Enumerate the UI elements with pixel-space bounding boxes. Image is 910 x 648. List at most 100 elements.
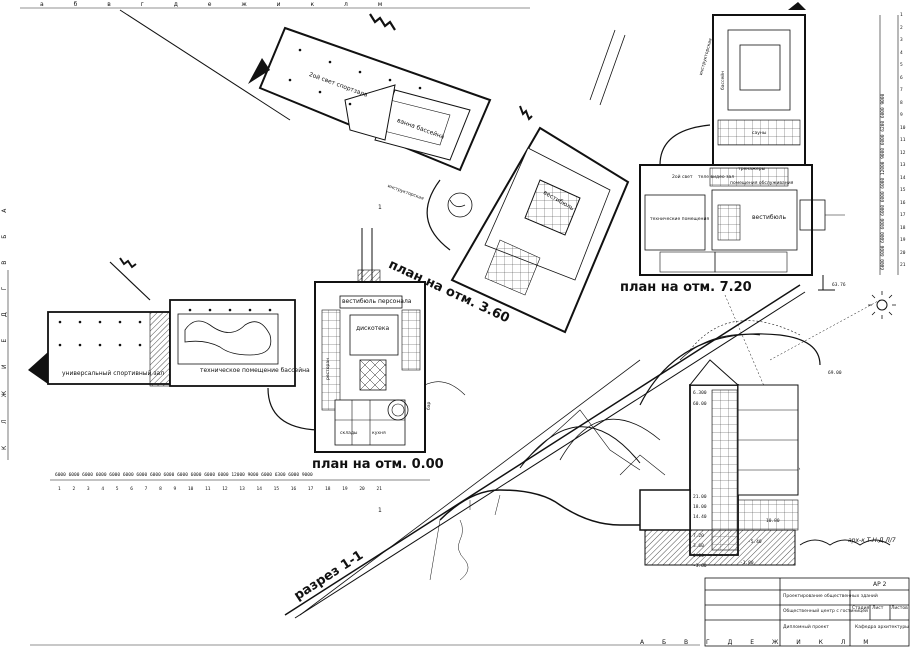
dim-item: 6000: [881, 259, 886, 270]
room-trainers: тренажеры: [738, 167, 766, 172]
axis-num: 2: [900, 25, 903, 31]
axis-num: 7: [144, 487, 148, 492]
elevation-18-00: 18.00: [693, 505, 707, 510]
axis-num: 15: [273, 487, 280, 492]
axis-num: 8: [159, 487, 162, 492]
room-tech-rooms: технические помещения: [650, 217, 710, 222]
dim-item: 6300: [274, 473, 286, 478]
dim-right: 6000 6000 6000 6000 6000 6000 6000 12000…: [881, 20, 887, 270]
axis-num: 17: [307, 487, 314, 492]
room-sports-hall: универсальный спортивный зал: [62, 370, 165, 377]
axis-letters-top: а б в г д е ж и к л м: [40, 1, 397, 8]
axis-num: 18: [325, 487, 331, 492]
elevation-14-40: 14.40: [693, 515, 707, 520]
room-lobby-right: вестибюль: [752, 214, 787, 221]
sheet-frame: [7, 7, 700, 646]
axis-num: 11: [900, 138, 906, 143]
room-disco: дискотека: [356, 325, 390, 332]
axis-num: 11: [205, 487, 211, 492]
section-1-1: [284, 284, 896, 619]
stamp-sheets-lbl: Листов: [891, 606, 908, 611]
stamp-sheet: АР 2: [873, 581, 887, 588]
elevation-69-00: 69.00: [828, 371, 842, 376]
axis-num: 19: [342, 487, 348, 492]
room-pool-tech: техническое помещение бассейна: [200, 367, 310, 374]
dim-item: 6000: [177, 473, 188, 478]
dim-item: 6000: [881, 177, 886, 189]
room-pool-right: бассейн: [721, 70, 726, 90]
axis-num: 17: [900, 213, 906, 218]
dim-item: 6000: [881, 218, 886, 230]
dim-item: 6000: [217, 473, 229, 478]
dim-item: 6000: [881, 232, 886, 243]
dim-item: 6000: [190, 473, 202, 478]
axis-num: 9: [900, 113, 903, 118]
section-marker-top: 1: [378, 204, 382, 211]
dim-item: 6000: [881, 245, 886, 257]
axis-num: 6: [130, 487, 133, 492]
elevation-63-76: 63.76: [832, 283, 846, 288]
axis-numbers-bottom: 1 2 3 4 5 6 7 8 9 10 11 12 13 14 15 16 1…: [58, 487, 382, 493]
stamp-project: Дипломный проект: [783, 625, 829, 630]
dim-item: 6200: [881, 120, 886, 132]
axis-numbers-right: 1 2 3 4 5 6 7 8 9 10 11 12 13 14 15 16 1…: [900, 10, 908, 273]
axis-num: 16: [290, 487, 297, 492]
stamp-stage: Стадия: [852, 606, 870, 611]
axis-letters-bottom: А Б В Г Д Е Ж И К Л М: [640, 639, 877, 646]
axis-num: 12: [900, 150, 906, 156]
axis-num: 3: [86, 487, 90, 492]
elevation-minus-1-80: -1.80: [740, 561, 754, 566]
axis-num: 10: [900, 125, 906, 131]
axis-num: 21: [900, 263, 906, 268]
room-kitchen: кухня: [372, 431, 386, 436]
stamp-sheet-lbl: Лист: [872, 606, 884, 611]
axis-num: 19: [900, 238, 906, 243]
axis-num: 3: [900, 38, 903, 43]
axis-num: 18: [900, 225, 906, 231]
stamp-title-2: Общественный центр с гостиницей: [783, 609, 868, 614]
dim-item: 9000: [301, 473, 313, 478]
dim-item: 6000: [204, 473, 216, 478]
axis-num: 2: [72, 487, 76, 492]
plan-7-20: [639, 2, 845, 291]
dim-item: 6000: [55, 473, 66, 478]
axis-num: 4: [101, 487, 105, 492]
axis-letters-left: К Л Ж И Е Д Г В Б А: [1, 198, 8, 450]
axis-num: 1: [900, 13, 903, 18]
dim-item: 6000: [109, 473, 121, 478]
axis-num: 13: [239, 487, 245, 492]
room-service: помещения обслуживания: [730, 181, 794, 186]
dim-item: 6000: [163, 473, 175, 478]
axis-num: 14: [900, 175, 906, 181]
axis-num: 1: [58, 487, 61, 492]
room-bar: бар: [427, 401, 432, 410]
plan-label-0-00: план на отм. 0.00: [312, 457, 444, 472]
dim-item: 6000: [881, 204, 886, 216]
dim-item: 6000: [95, 473, 107, 478]
axis-num: 9: [173, 487, 177, 492]
stamp-title-1: Проектирование общественных зданий: [783, 594, 878, 599]
axis-num: 8: [900, 100, 903, 106]
elevation-60-00: 60.00: [693, 402, 707, 407]
axis-num: 4: [900, 50, 903, 56]
dim-item: 12000: [231, 473, 245, 478]
room-second-light: 2ой свет: [672, 175, 693, 180]
room-vestibule-staff: вестибюль персонала: [342, 298, 412, 305]
axis-num: 5: [900, 63, 903, 68]
room-restaurant: ресторан: [326, 357, 331, 380]
dim-item: 6000: [881, 191, 886, 203]
elevation-7-20: 7.20: [693, 534, 704, 539]
axis-num: 6: [900, 75, 903, 81]
axis-num: 20: [359, 487, 365, 492]
signature: арх-к Т.Н.Д.Л/7: [848, 537, 896, 544]
axis-num: 20: [900, 250, 906, 256]
elevation-10-80: 10.80: [766, 519, 780, 524]
axis-num: 16: [900, 200, 906, 206]
title-block-text: АР 2 Проектирование общественных зданий …: [705, 578, 909, 646]
dim-bottom: 6000 6000 6000 6000 6000 6000 6000 6000 …: [55, 473, 313, 479]
axis-num: 7: [900, 88, 903, 93]
dim-item: 6000: [82, 473, 93, 478]
dim-item: 6000: [149, 473, 161, 478]
plan-0-00: [28, 228, 466, 453]
